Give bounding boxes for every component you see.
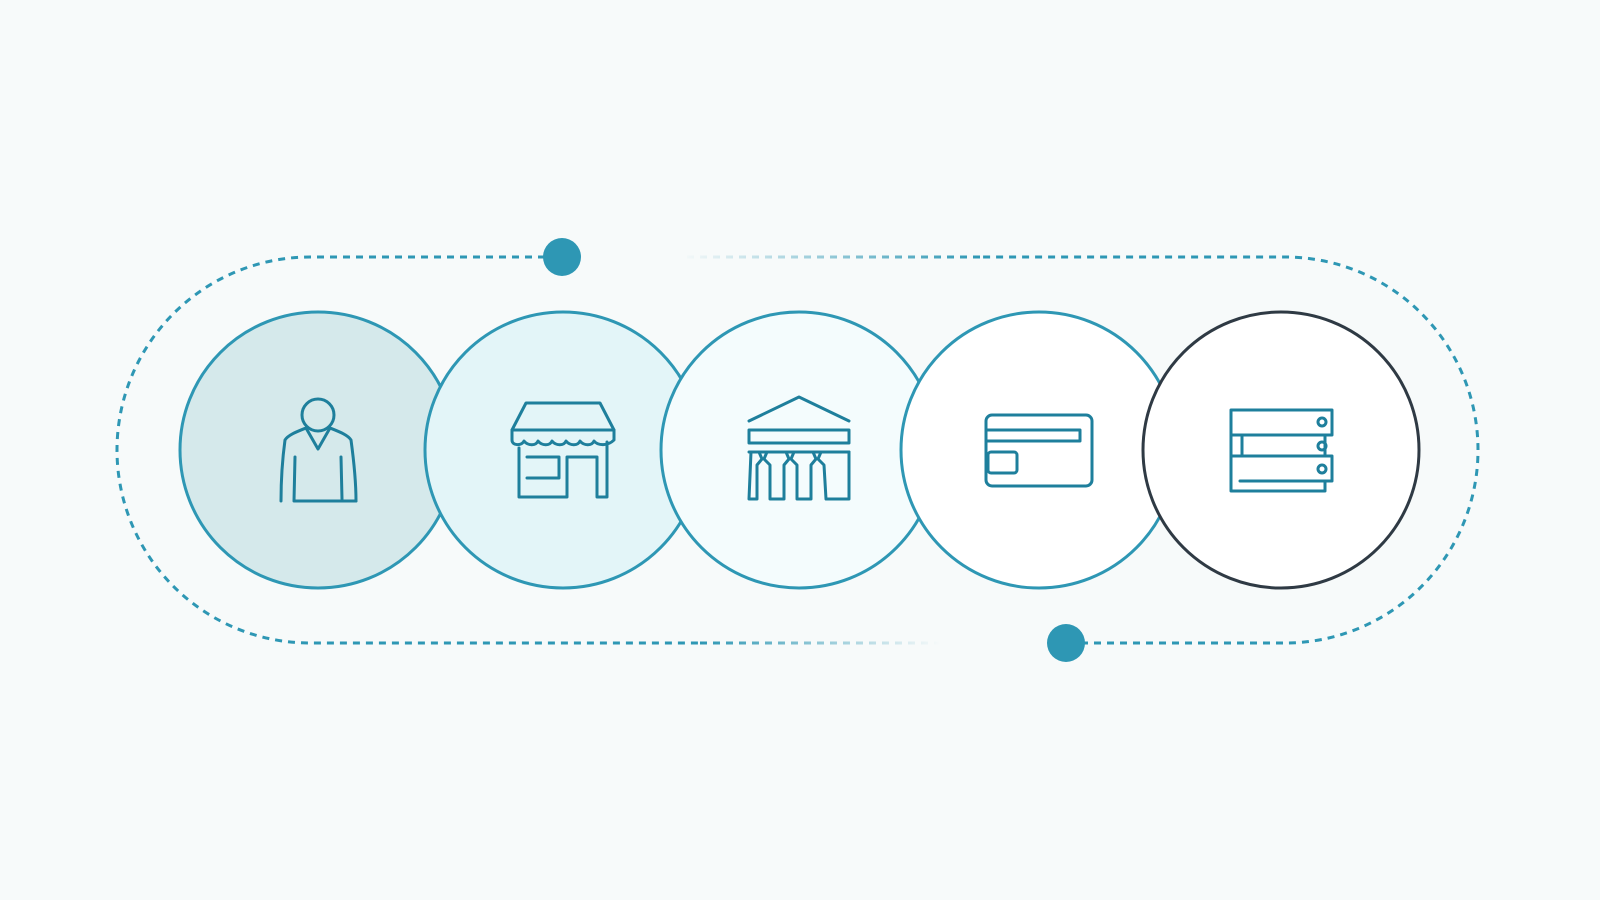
step-circles <box>178 310 1421 590</box>
connector-start-dot <box>543 238 581 276</box>
connector-bottom-right <box>980 255 1480 645</box>
connector-top-left <box>115 255 700 645</box>
step-3-circle <box>659 310 939 590</box>
server-rack-icon <box>1229 408 1334 493</box>
person-icon <box>279 397 358 503</box>
dashed-loop-connector <box>115 255 1480 645</box>
step-5-circle <box>1141 310 1421 590</box>
step-4-circle <box>899 310 1179 590</box>
credit-card-icon <box>984 413 1094 488</box>
connector-end-dot <box>1047 624 1085 662</box>
storefront-icon <box>510 401 616 499</box>
bank-icon <box>747 395 851 501</box>
